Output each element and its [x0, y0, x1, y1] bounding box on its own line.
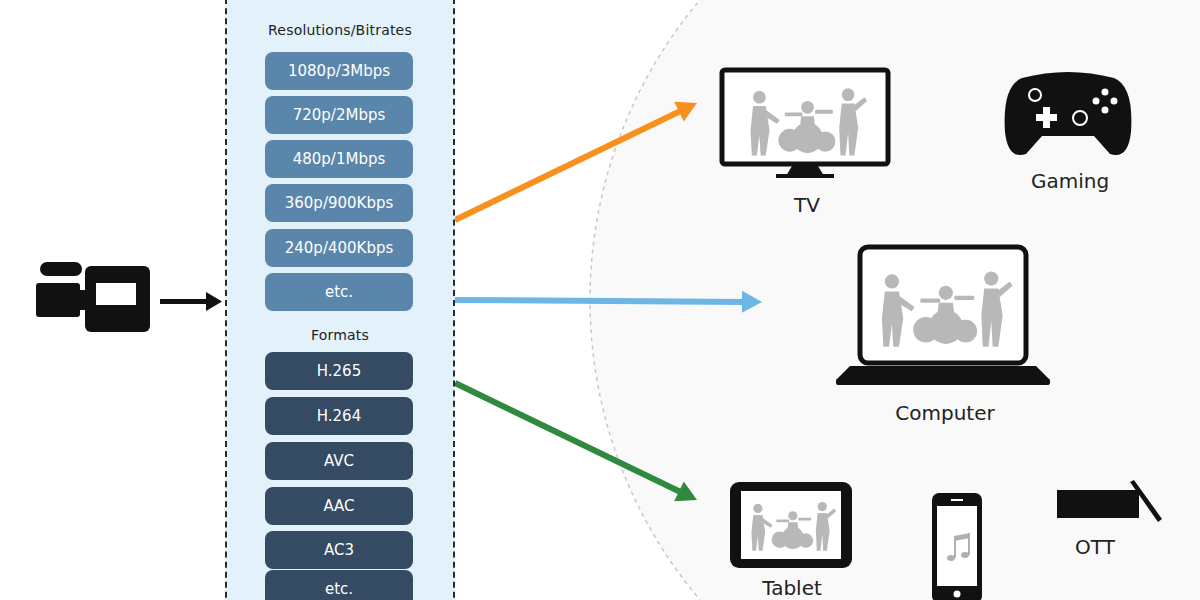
- tv-icon: [722, 70, 888, 178]
- device-group: Gaming: [993, 62, 1147, 194]
- device-area: [590, 0, 1200, 600]
- device-label: Computer: [762, 402, 1128, 424]
- device-label: OTT: [1045, 536, 1145, 558]
- bitrate-button: etc.: [265, 273, 413, 311]
- format-button: AAC: [265, 487, 413, 525]
- camera-icon: [36, 262, 222, 332]
- bitrate-button: 720p/2Mbps: [265, 96, 413, 134]
- bitrate-button: 240p/400Kbps: [265, 229, 413, 267]
- phone-icon: [932, 493, 982, 600]
- section-heading: Formats: [227, 327, 453, 343]
- arrow-head: [674, 481, 697, 501]
- flow-arrow: [455, 383, 697, 501]
- flow-arrow: [455, 102, 697, 220]
- format-button: AC3: [265, 531, 413, 569]
- bitrate-button: 1080p/3Mbps: [265, 52, 413, 90]
- flow-arrow: [455, 291, 762, 313]
- device-group: OTT: [1045, 476, 1145, 560]
- button-label: 480p/1Mbps: [293, 150, 386, 168]
- ott-box-icon: [1057, 480, 1162, 522]
- format-button: AVC: [265, 442, 413, 480]
- arrow-line: [455, 300, 746, 302]
- button-label: H.265: [317, 362, 361, 380]
- device-group: Computer: [762, 238, 1128, 426]
- arrow-head: [674, 102, 697, 122]
- transcoding-panel: Resolutions/BitratesFormats 1080p/3Mbps 72…: [225, 0, 455, 600]
- button-label: AVC: [324, 452, 354, 470]
- button-label: H.264: [317, 407, 361, 425]
- button-label: AC3: [324, 541, 354, 559]
- button-label: 240p/400Kbps: [285, 239, 394, 257]
- format-button: etc.: [265, 570, 413, 600]
- bitrate-button: 480p/1Mbps: [265, 140, 413, 178]
- button-label: 1080p/3Mbps: [288, 62, 390, 80]
- button-label: 720p/2Mbps: [293, 106, 386, 124]
- arrow-line: [455, 383, 683, 493]
- arrow-head: [742, 291, 762, 313]
- game-controller-icon: [1005, 72, 1132, 155]
- device-label: TV: [697, 194, 917, 216]
- section-heading: Resolutions/Bitrates: [227, 22, 453, 38]
- button-label: etc.: [325, 283, 353, 301]
- format-button: H.265: [265, 352, 413, 390]
- device-label: Gaming: [993, 170, 1147, 192]
- button-label: 360p/900Kbps: [285, 194, 394, 212]
- device-label: Tablet: [697, 577, 887, 599]
- button-label: etc.: [325, 580, 353, 598]
- bitrate-button: 360p/900Kbps: [265, 184, 413, 222]
- arrow-line: [455, 110, 683, 220]
- button-label: AAC: [323, 497, 354, 515]
- device-group: TV: [697, 62, 917, 218]
- format-button: H.264: [265, 397, 413, 435]
- device-group: Tablet: [697, 476, 887, 600]
- laptop-icon: [836, 247, 1050, 385]
- tablet-icon: [730, 482, 852, 568]
